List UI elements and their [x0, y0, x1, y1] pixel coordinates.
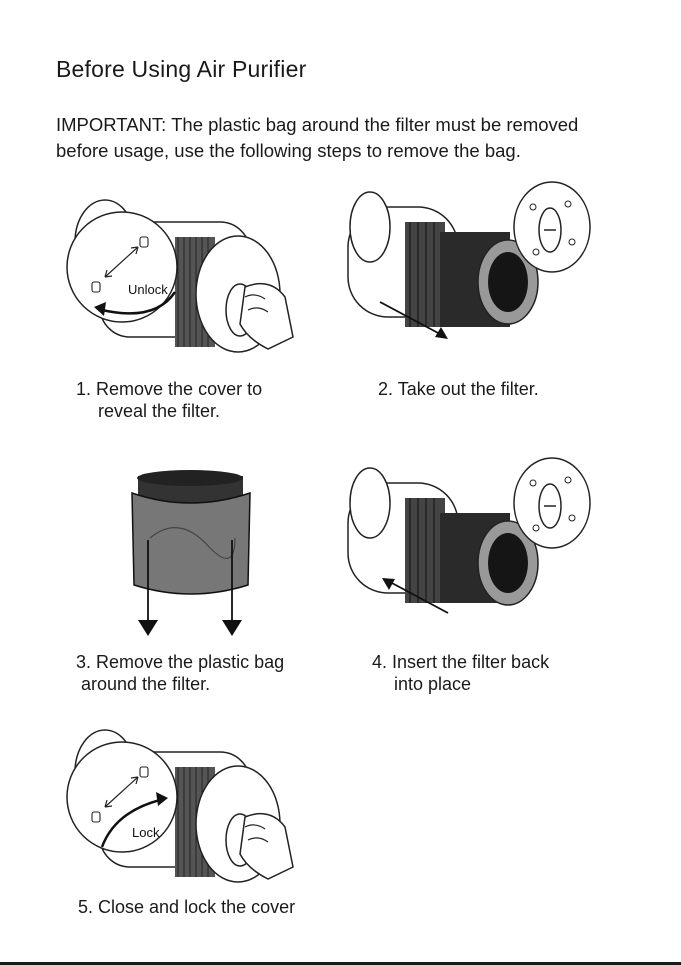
notice-line-1: IMPORTANT: The plastic bag around the fi…: [56, 114, 579, 135]
important-notice: IMPORTANT: The plastic bag around the fi…: [56, 112, 656, 164]
step-1-caption: 1. Remove the cover to reveal the filter…: [76, 378, 262, 422]
step-5-illustration: Lock: [66, 729, 294, 883]
step-4-illustration: [347, 457, 591, 614]
unlock-callout: Unlock: [128, 282, 168, 297]
step-1-line-2: reveal the filter.: [98, 401, 221, 421]
step-3-line-2: around the filter.: [76, 674, 211, 694]
step-1-line-1: 1. Remove the cover to: [76, 379, 263, 399]
step-2-caption: 2. Take out the filter.: [378, 378, 539, 400]
step-5-caption: 5. Close and lock the cover: [78, 896, 295, 918]
step-2-illustration: [347, 181, 591, 339]
step-4-caption: 4. Insert the filter back into place: [372, 651, 549, 695]
lock-callout: Lock: [132, 825, 160, 840]
notice-line-2: before usage, use the following steps to…: [56, 140, 521, 161]
step-2-line-1: 2. Take out the filter.: [378, 379, 539, 399]
step-3-line-1: 3. Remove the plastic bag: [76, 652, 285, 672]
step-3-caption: 3. Remove the plastic bag around the fil…: [76, 651, 284, 695]
step-3-illustration: [131, 470, 251, 636]
page-title: Before Using Air Purifier: [56, 56, 307, 82]
step-5-line-1: 5. Close and lock the cover: [78, 897, 296, 917]
step-1-illustration: Unlock: [66, 199, 294, 353]
step-4-line-2: into place: [394, 674, 472, 694]
bottom-rule: [0, 962, 681, 965]
step-4-line-1: 4. Insert the filter back: [372, 652, 550, 672]
